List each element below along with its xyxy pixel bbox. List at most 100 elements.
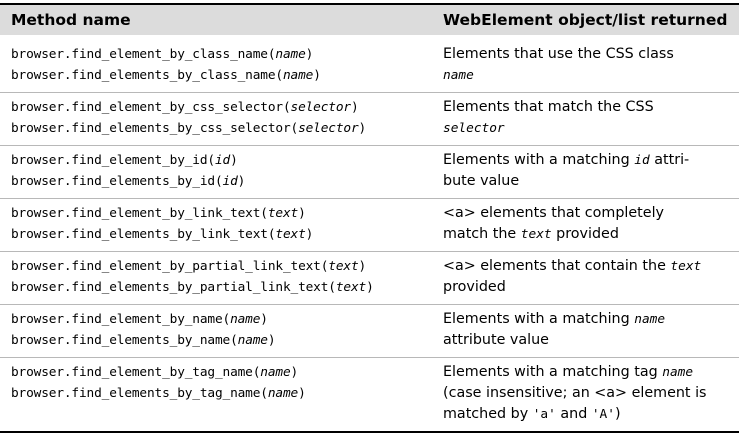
description-code: text (520, 227, 552, 242)
method-cell: browser.find_element_by_id(id) browser.f… (11, 150, 245, 192)
description-line: Elements with a matching id attri- (443, 150, 733, 171)
method-text: ) (313, 68, 321, 83)
description-text: attri- (649, 152, 690, 168)
method-arg: selector (290, 100, 352, 115)
description-text: attribute value (443, 332, 549, 348)
description-cell: Elements that use the CSS class name (443, 44, 733, 86)
description-line: matched by 'a' and 'A') (443, 404, 733, 425)
method-text: browser.find_elements_by_link_text( (11, 227, 276, 242)
method-line: browser.find_element_by_partial_link_tex… (11, 256, 374, 277)
method-line: browser.find_element_by_css_selector(sel… (11, 97, 366, 118)
method-arg: selector (298, 121, 359, 136)
description-line: name (443, 65, 733, 86)
row-separator (0, 92, 739, 93)
method-cell: browser.find_element_by_partial_link_tex… (11, 256, 374, 298)
description-text: Elements with a matching tag (443, 364, 663, 380)
method-arg: name (267, 386, 299, 401)
description-line: Elements with a matching tag name (443, 362, 733, 383)
description-text: <a> elements that completely (443, 205, 665, 221)
method-text: browser.find_elements_by_css_selector( (11, 121, 299, 136)
description-cell: <a> elements that contain the text provi… (443, 256, 733, 298)
description-cell: Elements that match the CSS selector (443, 97, 733, 139)
method-arg: name (230, 312, 261, 327)
row-separator (0, 251, 739, 252)
description-code: text (670, 259, 702, 274)
method-arg: id (214, 153, 231, 168)
method-text: ) (350, 100, 359, 115)
description-code: 'a' (532, 407, 556, 422)
method-cell: browser.find_element_by_name(name) brows… (11, 309, 276, 351)
method-text: ) (358, 121, 367, 136)
method-text: browser.find_element_by_id( (11, 153, 215, 168)
method-cell: browser.find_element_by_link_text(text) … (11, 203, 313, 245)
description-code: name (443, 68, 474, 83)
top-rule (0, 3, 739, 5)
method-cell: browser.find_element_by_css_selector(sel… (11, 97, 366, 139)
method-line: browser.find_element_by_link_text(text) (11, 203, 313, 224)
description-code: 'A' (591, 407, 615, 422)
method-arg: name (282, 68, 314, 83)
description-code: name (662, 365, 694, 380)
method-cell: browser.find_element_by_tag_name(name) b… (11, 362, 306, 404)
bottom-rule (0, 431, 739, 433)
method-text: browser.find_elements_by_class_name( (11, 68, 283, 83)
method-text: browser.find_elements_by_name( (11, 333, 238, 348)
method-arg: name (237, 333, 268, 348)
method-line: browser.find_elements_by_id(id) (11, 171, 245, 192)
method-text: ) (358, 259, 367, 274)
method-text: browser.find_element_by_partial_link_tex… (11, 259, 329, 274)
method-text: ) (366, 280, 374, 295)
method-text: ) (267, 333, 276, 348)
row-separator (0, 198, 739, 199)
method-arg: name (275, 47, 306, 62)
method-text: browser.find_elements_by_id( (11, 174, 223, 189)
description-text: (case insensitive; an <a> element is (443, 385, 707, 401)
description-code: name (634, 312, 666, 327)
row-separator (0, 357, 739, 358)
header-method-name: Method name (11, 11, 131, 29)
description-text: provided (443, 279, 506, 295)
method-line: browser.find_element_by_class_name(name) (11, 44, 321, 65)
method-line: browser.find_elements_by_name(name) (11, 330, 276, 351)
row-separator (0, 304, 739, 305)
description-line: Elements with a matching name (443, 309, 733, 330)
method-line: browser.find_elements_by_tag_name(name) (11, 383, 306, 404)
description-text: Elements with a matching (443, 152, 635, 168)
description-line: match the text provided (443, 224, 733, 245)
method-text: browser.find_elements_by_partial_link_te… (11, 280, 336, 295)
description-text: provided (551, 226, 619, 242)
method-cell: browser.find_element_by_class_name(name)… (11, 44, 321, 86)
description-text: bute value (443, 173, 520, 189)
method-text: browser.find_element_by_link_text( (11, 206, 268, 221)
method-text: ) (237, 174, 246, 189)
method-line: browser.find_elements_by_link_text(text) (11, 224, 313, 245)
method-arg: name (260, 365, 291, 380)
description-line: <a> elements that contain the text (443, 256, 733, 277)
description-text: Elements that match the CSS (443, 99, 654, 115)
method-arg: text (335, 280, 367, 295)
description-cell: Elements with a matching name attribute … (443, 309, 733, 351)
description-text: match the (443, 226, 521, 242)
method-text: browser.find_elements_by_tag_name( (11, 386, 268, 401)
method-arg: text (275, 227, 306, 242)
description-text: Elements with a matching (443, 311, 635, 327)
method-text: browser.find_element_by_css_selector( (11, 100, 291, 115)
description-cell: <a> elements that completely match the t… (443, 203, 733, 245)
header-row (0, 5, 739, 35)
description-text: <a> elements that contain the (443, 258, 671, 274)
method-line: browser.find_elements_by_css_selector(se… (11, 118, 366, 139)
description-cell: Elements with a matching id attri- bute … (443, 150, 733, 192)
method-text: browser.find_element_by_name( (11, 312, 231, 327)
method-text: ) (260, 312, 268, 327)
row-separator (0, 145, 739, 146)
description-code: selector (443, 121, 505, 136)
method-text: ) (298, 206, 306, 221)
description-text: and (555, 406, 592, 422)
method-text: ) (305, 47, 314, 62)
method-line: browser.find_elements_by_class_name(name… (11, 65, 321, 86)
description-text: ) (614, 406, 621, 422)
header-returned: WebElement object/list returned (443, 11, 728, 29)
method-text: ) (305, 227, 314, 242)
description-text: matched by (443, 406, 533, 422)
method-arg: text (328, 259, 359, 274)
